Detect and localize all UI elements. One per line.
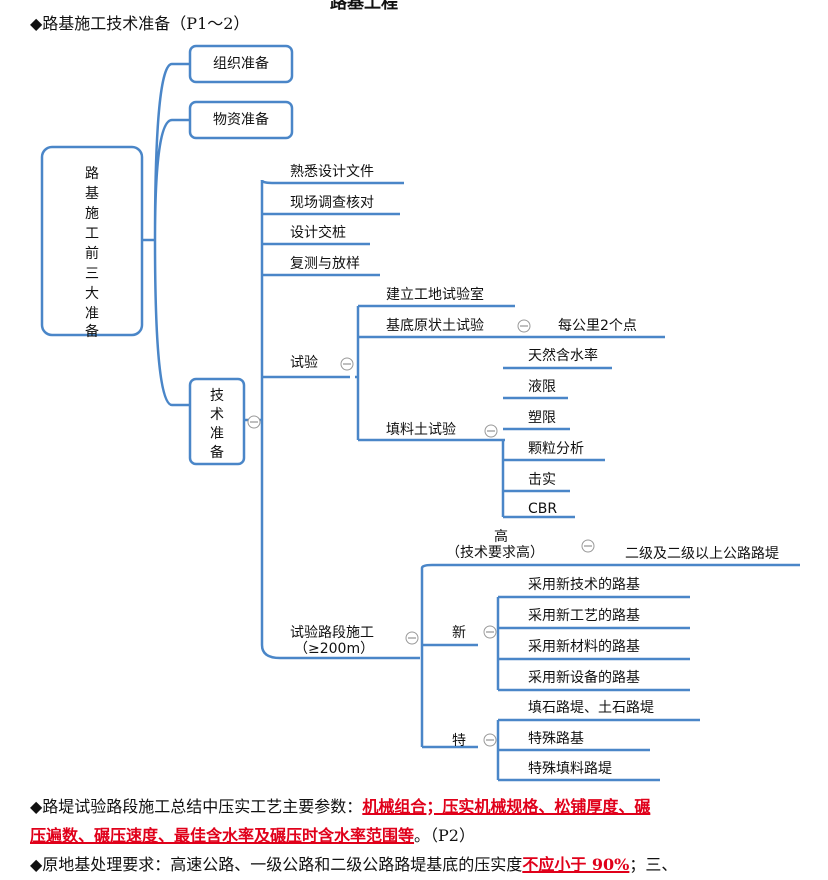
root-char: 工 [85, 226, 99, 242]
subgrade-test-label: 基底原状土试验 [386, 317, 484, 334]
root-box [40, 145, 144, 337]
tech-item-label: 复测与放样 [290, 255, 360, 272]
new-item-label: 采用新工艺的路基 [528, 607, 640, 624]
special-item-label: 特殊填料路堤 [528, 761, 612, 777]
root-char: 施 [85, 206, 99, 222]
special-item-label: 特殊路基 [528, 730, 584, 747]
root-char: 前 [85, 245, 99, 262]
trial-section-label: 试验路段施工 [290, 625, 374, 641]
new-label: 新 [452, 625, 466, 641]
fill-item-label: 塑限 [528, 410, 556, 426]
paragraph-suffix: 。（P2） [414, 826, 475, 845]
highlight-text: 压遍数、碾压速度、最佳含水率及碾压时含水率范围等 [30, 826, 415, 845]
trial-length-label: （≥200m） [294, 641, 374, 657]
fill-item-label: 颗粒分析 [528, 441, 584, 457]
lab-label: 建立工地试验室 [386, 286, 484, 303]
org-prep-box [188, 44, 294, 84]
high-label: 高 [494, 528, 508, 545]
high-note-label: （技术要求高） [446, 544, 544, 561]
special-item-label: 填石路堤、土石路堤 [528, 700, 654, 716]
paragraph-prefix: ◆原地基处理要求：高速公路、一级公路和二级公路路堤基底的压实度 [30, 855, 523, 874]
root-char: 基 [85, 185, 99, 202]
section-heading: ◆路基施工技术准备（P1～2） [30, 14, 250, 33]
highlight-text: 不应小于 90% [522, 855, 630, 874]
per-km-label: 每公里2个点 [558, 318, 637, 334]
root-char: 大 [85, 286, 99, 302]
tech-prep-label: 技 术 准 备 [210, 388, 224, 461]
paragraph-suffix: ；三、 [629, 855, 678, 874]
new-item-label: 采用新技术的路基 [528, 576, 640, 593]
paragraph-compaction-params: ◆路堤试验路段施工总结中压实工艺主要参数：机械组合；压实机械规格、松铺厚度、碾 [30, 793, 650, 817]
tech-prep-char: 备 [210, 444, 224, 461]
new-item-label: 采用新设备的路基 [528, 669, 640, 686]
tech-prep-char: 技 [210, 388, 224, 404]
special-label: 特 [452, 733, 466, 749]
paragraph-foundation-requirement: ◆原地基处理要求：高速公路、一级公路和二级公路路堤基底的压实度不应小于 90%；… [30, 851, 677, 875]
paragraph-prefix: ◆路堤试验路段施工总结中压实工艺主要参数： [30, 797, 363, 816]
org-prep-label: 组织准备 [213, 55, 269, 72]
fill-item-label: 击实 [528, 472, 556, 488]
mindmap-diagram: 路 基 施 工 前 三 大 准 备 技 术 准 备 组织准备 物资准备 熟悉设计… [40, 44, 800, 782]
fill-item-label: 液限 [528, 379, 556, 395]
fill-test-label: 填料土试验 [386, 422, 456, 438]
tech-item-label: 现场调查核对 [290, 195, 374, 211]
fill-item-label: 天然含水率 [528, 347, 598, 364]
collapse-marker-bars [250, 325, 592, 741]
root-char: 三 [85, 266, 99, 282]
high-detail-label: 二级及二级以上公路路堤 [625, 546, 779, 562]
highlight-text: 机械组合；压实机械规格、松铺厚度、碾 [362, 797, 651, 816]
tech-item-label: 熟悉设计文件 [290, 164, 374, 180]
root-label: 路 基 施 工 前 三 大 准 备 [85, 166, 99, 340]
test-label: 试验 [290, 355, 318, 371]
material-prep-box [188, 100, 294, 140]
root-char: 路 [85, 166, 99, 182]
new-item-label: 采用新材料的路基 [528, 638, 640, 655]
material-prep-label: 物资准备 [213, 111, 269, 128]
tech-item-label: 设计交桩 [290, 224, 346, 241]
paragraph-compaction-params-cont: 压遍数、碾压速度、最佳含水率及碾压时含水率范围等。（P2） [30, 822, 475, 846]
fill-item-label: CBR [528, 501, 557, 517]
tech-prep-char: 术 [210, 407, 224, 423]
tech-prep-char: 准 [210, 426, 224, 442]
document-title-fragment: 路基工程 [330, 0, 398, 13]
root-char: 准 [85, 306, 99, 322]
tech-prep-box [188, 377, 246, 466]
root-char: 备 [85, 323, 99, 340]
